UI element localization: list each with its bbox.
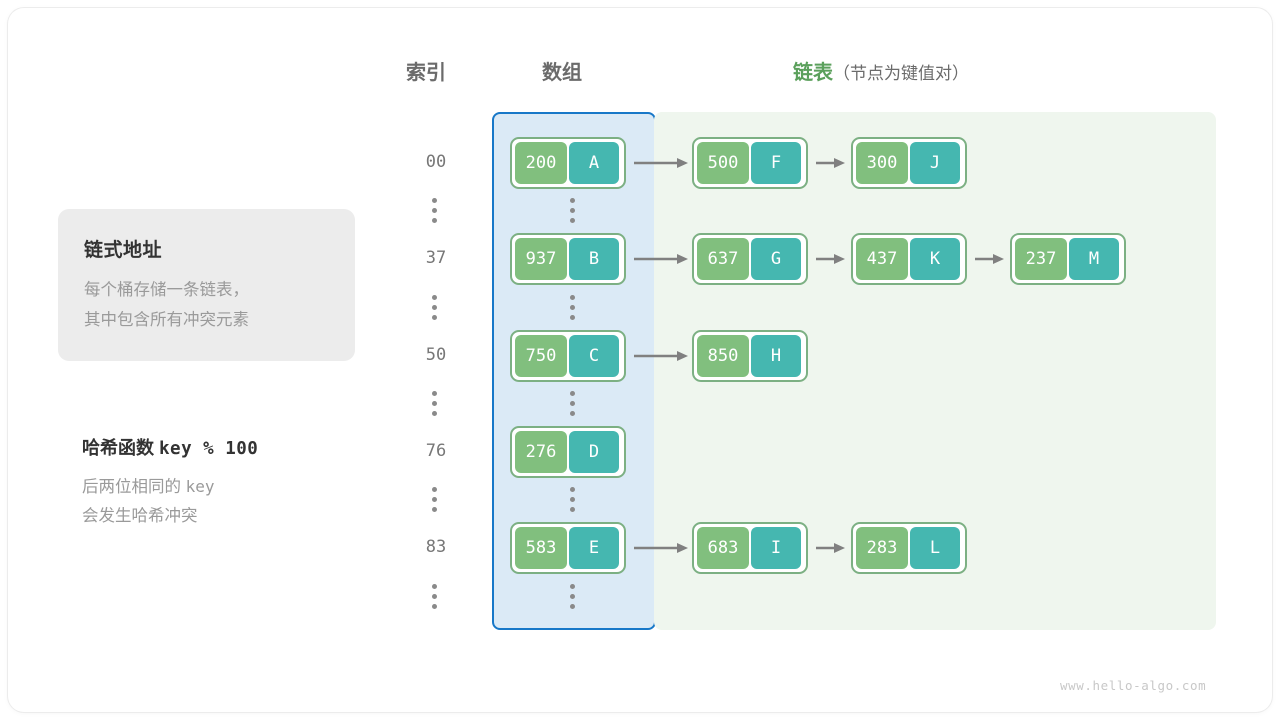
array-ellipsis [570,487,577,512]
chain-arrow [975,254,1004,264]
node-value: M [1069,238,1119,280]
node-value: I [751,527,801,569]
node-key: 200 [515,142,567,184]
node-key: 300 [856,142,908,184]
chain-arrow [816,158,845,168]
index-label: 37 [425,248,447,268]
chain-arrow [634,543,688,553]
node-value: L [910,527,960,569]
info-box-body: 每个桶存储一条链表， 其中包含所有冲突元素 [84,275,249,335]
node-key: 500 [697,142,749,184]
node-value: B [569,238,619,280]
index-label: 83 [425,537,447,557]
array-ellipsis [570,295,577,320]
hash-function-title: 哈希函数 key % 100 [82,434,258,460]
node-key: 683 [697,527,749,569]
array-ellipsis [570,198,577,223]
index-ellipsis [432,584,439,609]
node-key: 937 [515,238,567,280]
node-value: H [751,335,801,377]
node-key: 283 [856,527,908,569]
index-ellipsis [432,295,439,320]
node-key: 237 [1015,238,1067,280]
hash-function-note: 哈希函数 key % 100 后两位相同的 key 会发生哈希冲突 [82,434,258,531]
hash-function-line-1-code: key [185,477,215,496]
header-linked-list-label: 链表 [793,62,833,84]
header-index: 索引 [406,62,446,84]
node-value: J [910,142,960,184]
node-key: 437 [856,238,908,280]
node-value: D [569,431,619,473]
chain-arrow [816,543,845,553]
node-value: A [569,142,619,184]
node-key: 637 [697,238,749,280]
chain-arrow [634,254,688,264]
index-ellipsis [432,487,439,512]
hash-function-line-1: 后两位相同的 key [82,472,258,502]
hash-function-line-1-text: 后两位相同的 [82,478,181,496]
chain-arrow [816,254,845,264]
chain-arrow [634,351,688,361]
array-ellipsis [570,391,577,416]
info-box-title: 链式地址 [84,240,163,261]
index-label: 76 [425,441,447,461]
node-value: E [569,527,619,569]
header-linked-list: 链表（节点为键值对） [793,56,969,85]
index-ellipsis [432,391,439,416]
array-ellipsis [570,584,577,609]
info-box-line-2: 其中包含所有冲突元素 [84,311,249,329]
node-value: K [910,238,960,280]
hash-function-expression: key % 100 [159,439,259,459]
header-linked-list-note: （节点为键值对） [833,64,969,83]
node-value: G [751,238,801,280]
info-box-line-1: 每个桶存储一条链表， [84,281,249,299]
index-ellipsis [432,198,439,223]
node-key: 750 [515,335,567,377]
info-box: 链式地址 每个桶存储一条链表， 其中包含所有冲突元素 [58,209,355,361]
node-key: 583 [515,527,567,569]
node-key: 850 [697,335,749,377]
watermark: www.hello-algo.com [1060,678,1207,693]
node-value: C [569,335,619,377]
hash-function-line-2: 会发生哈希冲突 [82,507,198,525]
chain-arrow [634,158,688,168]
node-key: 276 [515,431,567,473]
hash-function-label: 哈希函数 [82,438,154,458]
index-label: 50 [425,345,447,365]
header-array: 数组 [542,62,582,84]
hash-function-body: 后两位相同的 key 会发生哈希冲突 [82,472,258,531]
node-value: F [751,142,801,184]
index-label: 00 [425,152,447,172]
